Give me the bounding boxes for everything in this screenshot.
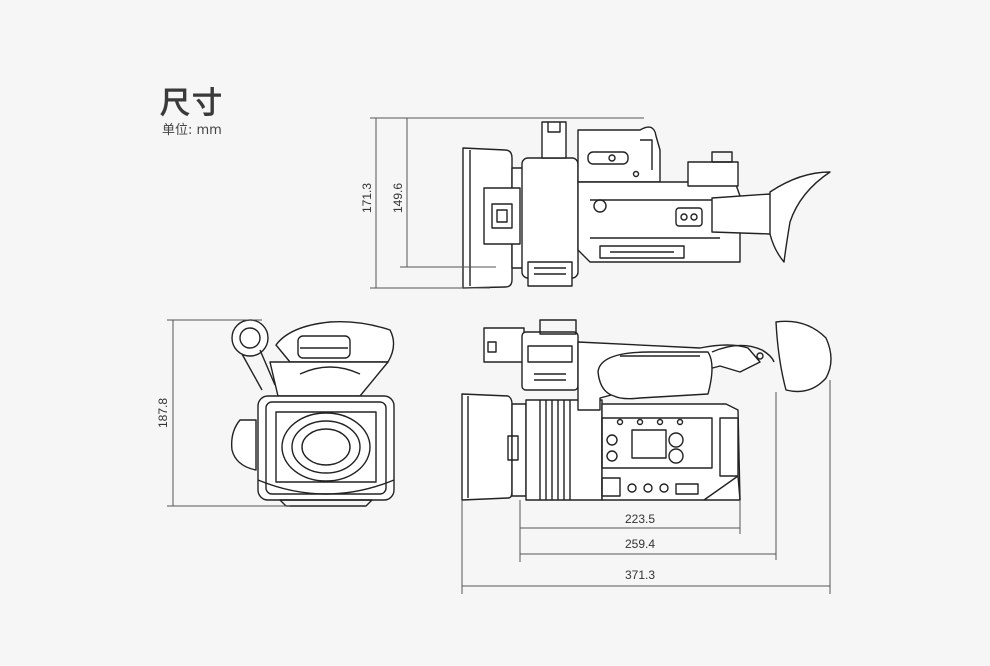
dim-187-8-label: 187.8	[156, 398, 170, 428]
side-view-dim-lines	[461, 380, 831, 594]
unit-label: 单位: mm	[162, 123, 222, 138]
dim-371-3-label: 371.3	[625, 568, 655, 582]
dim-149-6-label: 149.6	[391, 183, 405, 213]
page-title: 尺寸	[160, 86, 224, 121]
top-view-camera	[462, 121, 831, 289]
dim-171-3-label: 171.3	[360, 183, 374, 213]
dim-223-5-label: 223.5	[625, 512, 655, 526]
front-view-dim-lines	[167, 319, 290, 507]
front-view-camera	[230, 319, 395, 507]
dim-259-4-label: 259.4	[625, 537, 655, 551]
top-view-dim-lines	[370, 117, 644, 289]
side-view-camera	[461, 319, 832, 501]
